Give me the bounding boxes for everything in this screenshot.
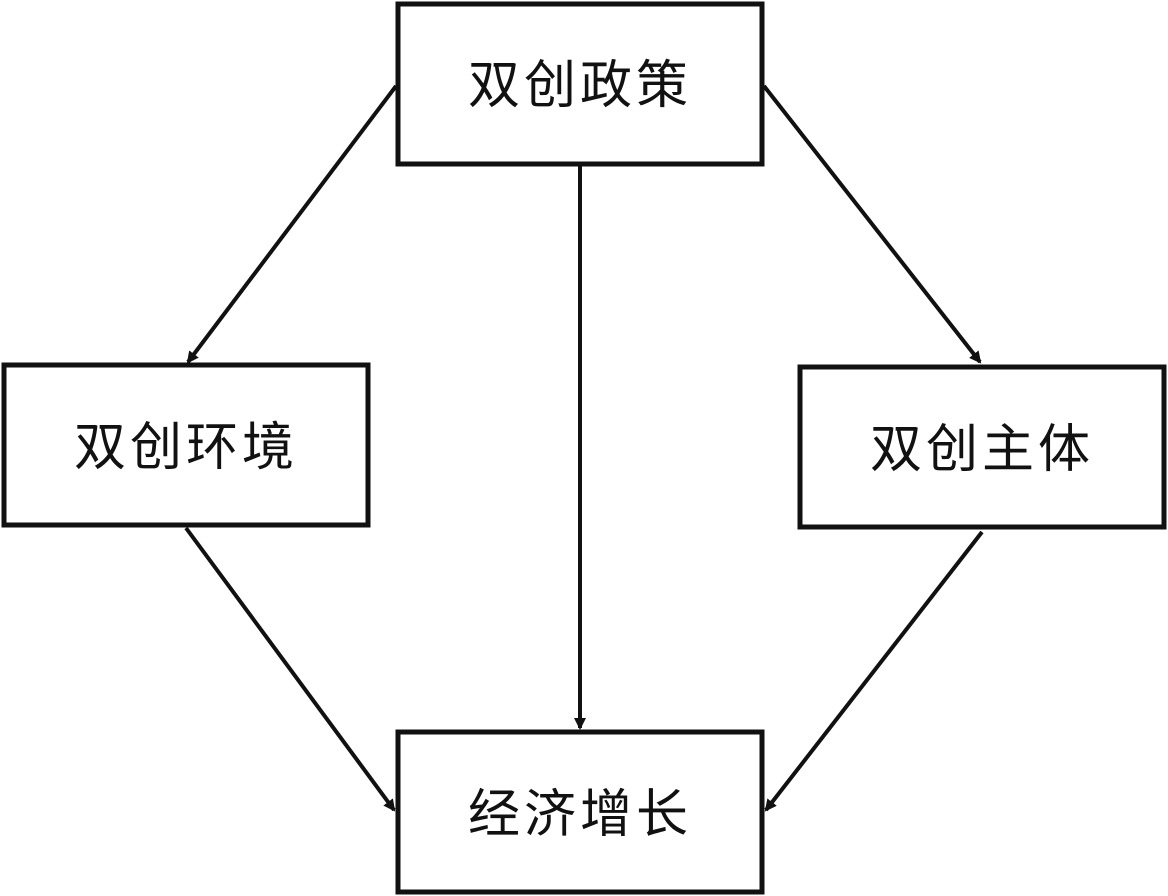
node-environment-label: 双创环境 bbox=[74, 418, 298, 478]
node-subject-label: 双创主体 bbox=[870, 420, 1094, 480]
node-policy: 双创政策 bbox=[395, 1, 765, 167]
edge-policy-to-environment bbox=[186, 84, 398, 364]
edge-environment-to-growth bbox=[184, 526, 396, 812]
node-environment: 双创环境 bbox=[1, 362, 371, 528]
node-growth: 经济增长 bbox=[395, 729, 765, 895]
node-growth-label: 经济增长 bbox=[468, 785, 692, 845]
node-policy-label: 双创政策 bbox=[468, 56, 692, 116]
edge-policy-to-subject bbox=[762, 84, 982, 364]
node-subject: 双创主体 bbox=[797, 364, 1167, 530]
edge-subject-to-growth bbox=[764, 530, 984, 812]
